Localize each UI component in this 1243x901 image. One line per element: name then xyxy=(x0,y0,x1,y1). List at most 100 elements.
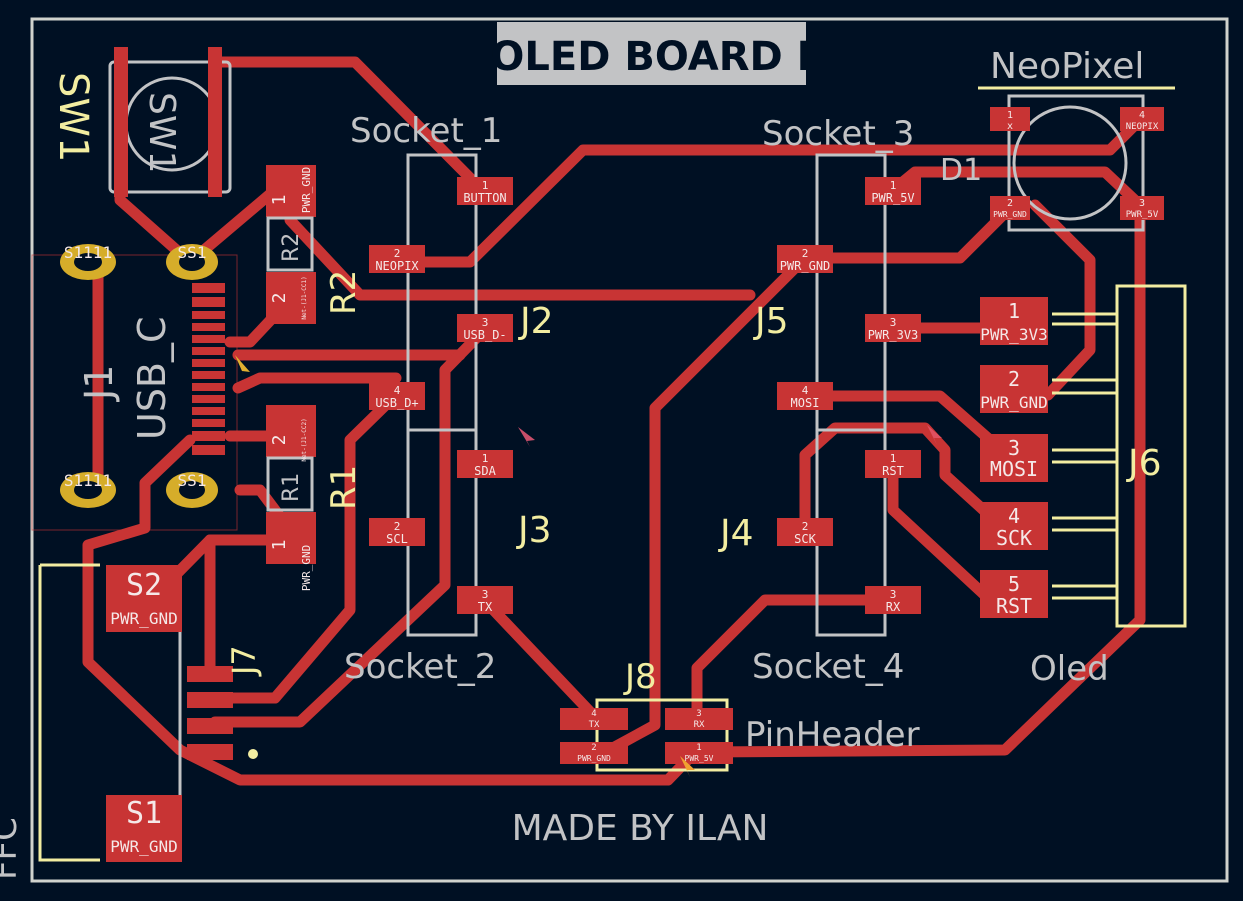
j5-pad-label: PWR_5V xyxy=(871,191,914,205)
resistor-r1[interactable]: 2 Net-(J1-CC2) 1 PWR_GND R1 R1 xyxy=(266,405,364,591)
pad-text: 2 xyxy=(394,520,401,533)
pad-text: 2 xyxy=(394,247,401,260)
pad-text: 4 xyxy=(1008,504,1020,528)
usb-shell-pads: S1111 SS1 S1111 SS1 xyxy=(60,243,218,508)
j5-pad-label: PWR_3V3 xyxy=(868,328,919,342)
graphic-shape xyxy=(74,481,102,499)
d1-body xyxy=(1007,94,1145,232)
trace-gnd-left xyxy=(82,434,703,786)
pad-text: 3 xyxy=(1139,198,1145,209)
j6-value-label: Oled xyxy=(1030,649,1109,689)
pad-text: 2 xyxy=(591,743,596,753)
marker-arrow-icon xyxy=(927,425,942,445)
pad-text: 4 xyxy=(1139,110,1145,121)
copper-pad xyxy=(192,335,225,343)
copper-pad xyxy=(369,245,425,273)
pad-text: 1 xyxy=(1008,299,1020,323)
d1-pad-label: NEOPIX xyxy=(1126,122,1159,132)
copper-pad xyxy=(980,570,1048,618)
r1-body xyxy=(266,456,314,512)
d1-value-label: NeoPixel xyxy=(990,46,1144,87)
j7-pad-s1 xyxy=(106,795,182,862)
j8-outline xyxy=(595,698,729,772)
trace-usb-dm-j7 xyxy=(209,324,490,728)
copper-pad xyxy=(192,323,225,331)
j6-outline xyxy=(1115,284,1187,628)
shell-label: SS1 xyxy=(178,243,207,262)
copper-pad xyxy=(187,692,233,708)
graphic-shape xyxy=(179,253,205,271)
j8-pad-label: PWR_5V xyxy=(685,754,714,763)
j3-pad-label: TX xyxy=(478,600,493,614)
j7-pad-s2 xyxy=(106,565,182,632)
copper-pad xyxy=(192,431,225,441)
marker-arrow-icon xyxy=(235,355,250,378)
r1-fab-label: R1 xyxy=(279,473,304,502)
switch-sw1[interactable]: SW1 SW1 xyxy=(50,47,232,197)
copper-pad xyxy=(187,718,233,734)
r1-pad-1 xyxy=(266,512,316,564)
trace-mosi xyxy=(799,390,996,446)
sw1-body xyxy=(108,60,232,194)
j2-ref-label: J2 xyxy=(518,301,554,342)
copper-pad xyxy=(665,708,733,730)
j6-pad-label: PWR_GND xyxy=(980,393,1047,412)
copper-pad xyxy=(990,196,1030,220)
shell-label: SS1 xyxy=(178,471,207,490)
pin1-marker xyxy=(248,749,258,759)
j4-pad-label: RST xyxy=(882,464,904,478)
copper-pad xyxy=(865,586,921,614)
r2-fab-label: R2 xyxy=(279,233,304,262)
trace-sck xyxy=(799,422,1006,536)
pad-text: 3 xyxy=(890,588,897,601)
r1-pad2-net: Net-(J1-CC2) xyxy=(301,418,308,461)
r2-pad1-number: 1 xyxy=(269,195,290,206)
j6-ref-label: J6 xyxy=(1126,443,1162,484)
j7-s2-number: S2 xyxy=(126,568,162,603)
copper-pad xyxy=(865,314,921,342)
pad-text: 2 xyxy=(1007,198,1013,209)
pad-text: 2 xyxy=(802,247,809,260)
pad-text: 1 xyxy=(482,452,489,465)
r2-pad2-net: Net-(J1-CC1) xyxy=(301,276,308,319)
sw1-pad-left xyxy=(114,47,128,197)
j3-pad-label: SDA xyxy=(474,464,496,478)
pad-text: 3 xyxy=(696,709,701,719)
copper-pad xyxy=(980,297,1048,345)
j7-ref-label: J7 xyxy=(225,645,263,677)
j4-ref-label: J4 xyxy=(718,513,754,554)
pad-text: 1 xyxy=(696,743,701,753)
copper-pad xyxy=(192,311,225,319)
usb-c-connector-j1[interactable]: S1111 SS1 S1111 SS1 USB_C J1 xyxy=(31,243,238,531)
r2-pad1-net: PWR_GND xyxy=(300,167,313,213)
trace-d1-gnd-to-j6 xyxy=(1029,199,1096,401)
r1-pad-2 xyxy=(266,405,316,457)
trace-tx xyxy=(478,594,601,723)
j8-ref-label: J8 xyxy=(623,657,657,697)
pad-text: 1 xyxy=(1007,110,1013,121)
copper-pad xyxy=(980,502,1048,550)
j7-s1-number: S1 xyxy=(126,796,162,831)
j2-value-label: Socket_1 xyxy=(350,111,502,151)
copper-pad xyxy=(980,434,1048,482)
copper-pad xyxy=(777,382,833,410)
ffc-connector-j7[interactable]: S2 PWR_GND S1 PWR_GND J7 FFC xyxy=(0,563,263,880)
copper-pad xyxy=(192,383,225,391)
pad-text: 4 xyxy=(802,384,809,397)
copper-pad xyxy=(192,445,225,455)
usb-value-label: USB_C xyxy=(130,316,174,440)
j5-pad-label: PWR_GND xyxy=(780,259,831,273)
copper-pad xyxy=(192,347,225,355)
d1-pad-label: x xyxy=(1007,121,1013,132)
copper-pad xyxy=(192,359,225,367)
j6-pad-label: SCK xyxy=(996,526,1032,550)
copper-pad xyxy=(192,395,225,403)
resistor-r2[interactable]: 1 PWR_GND 2 Net-(J1-CC1) R2 R2 xyxy=(266,165,364,324)
